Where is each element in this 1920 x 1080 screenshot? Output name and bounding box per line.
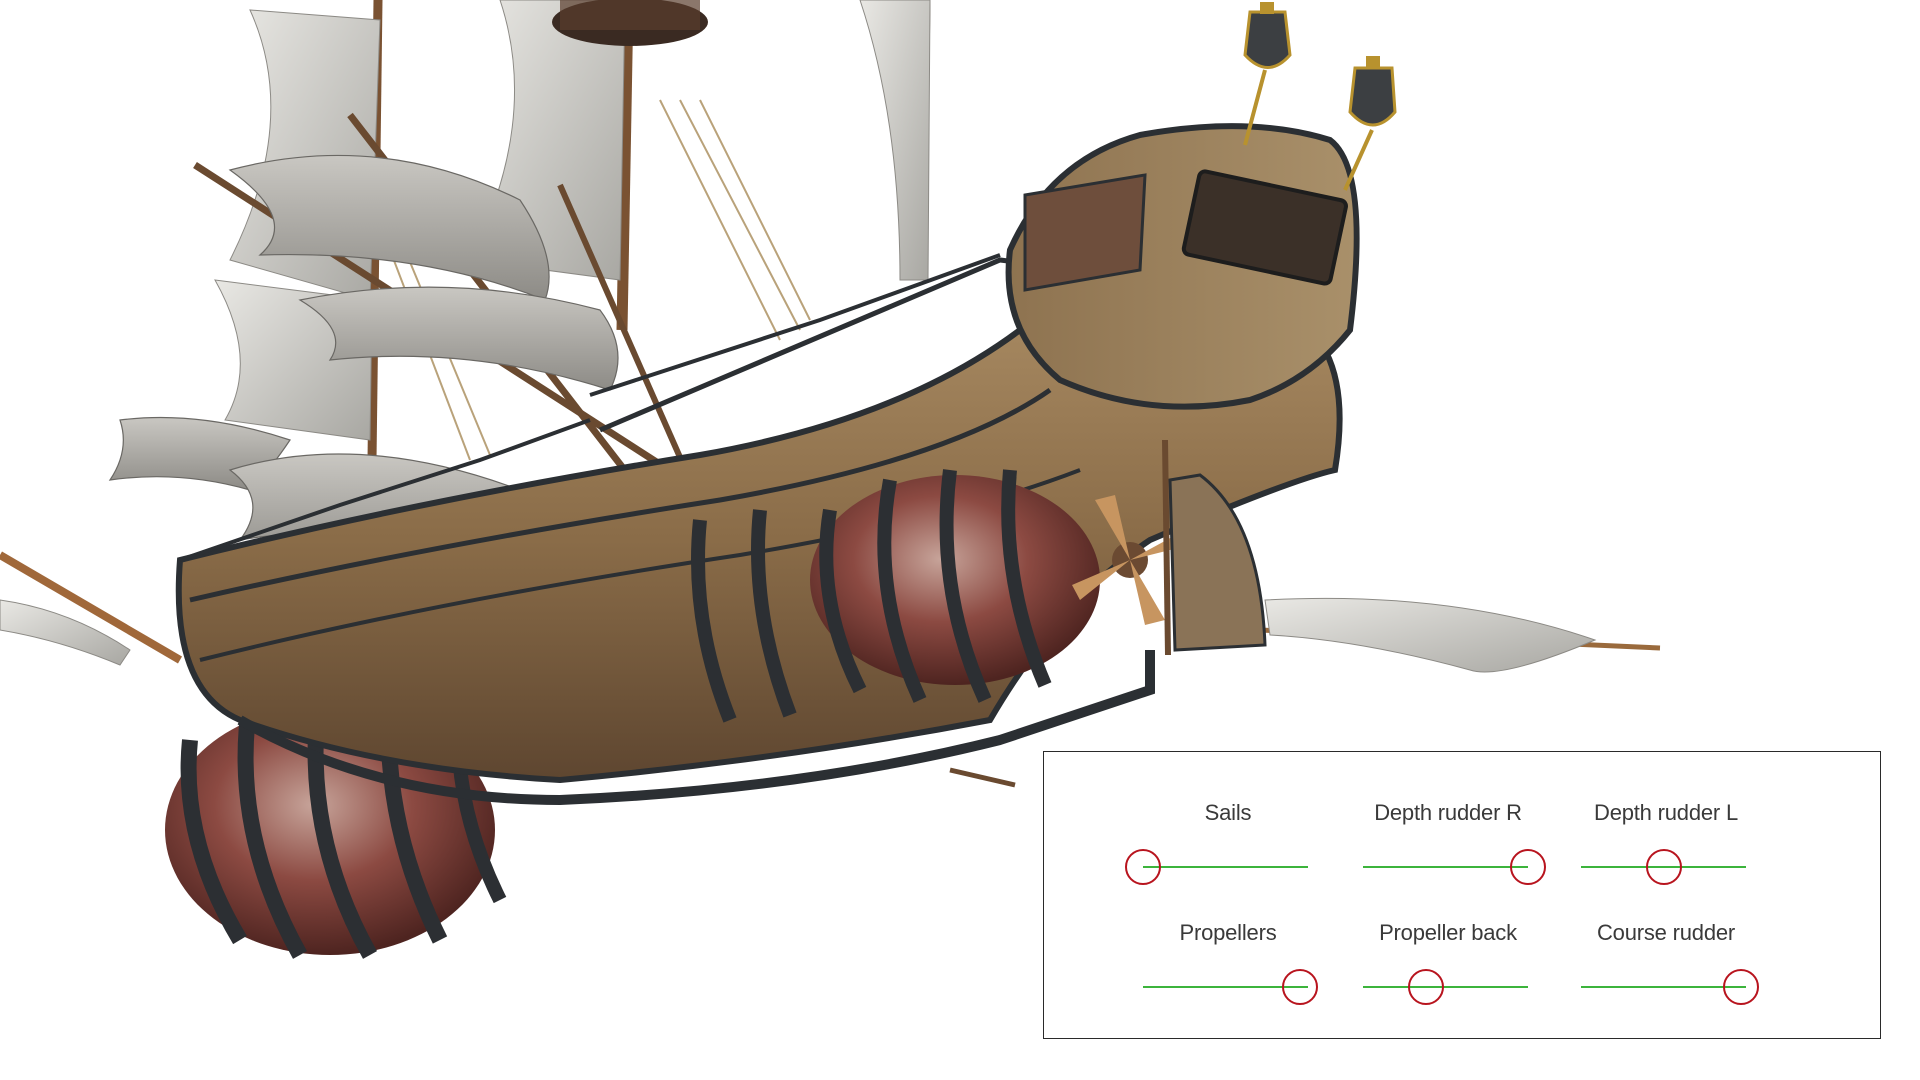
slider-track-sails[interactable] [1143,866,1308,868]
slider-track-propeller-back[interactable] [1363,986,1528,988]
slider-knob-course-rudder[interactable] [1723,969,1760,1005]
slider-propeller-back[interactable]: Propeller back [1348,920,1548,1030]
slider-depth-rudder-l[interactable]: Depth rudder L [1566,800,1766,910]
slider-track-course-rudder[interactable] [1581,986,1746,988]
slider-track-propellers[interactable] [1143,986,1308,988]
slider-track-depth-rudder-r[interactable] [1363,866,1528,868]
slider-label-sails: Sails [1204,800,1252,825]
slider-knob-depth-rudder-r[interactable] [1510,849,1546,885]
slider-depth-rudder-r[interactable]: Depth rudder R [1348,800,1548,910]
slider-label-propellers: Propellers [1179,920,1277,945]
slider-sails[interactable]: Sails [1125,800,1328,910]
slider-propellers[interactable]: Propellers [1128,920,1328,1030]
lanterns [1243,2,1397,191]
slider-label-propeller-back: Propeller back [1379,920,1517,945]
slider-label-depth-rudder-l: Depth rudder L [1594,800,1738,825]
slider-knob-sails[interactable] [1125,849,1161,885]
slider-knob-propeller-back[interactable] [1407,969,1444,1005]
slider-knob-depth-rudder-l[interactable] [1645,849,1682,885]
rudder [1162,439,1267,656]
balloon-rear [691,469,1100,723]
control-panel: Sails Depth rudder R Depth rudder L Propell… [1043,751,1881,1039]
slider-knob-propellers[interactable] [1281,969,1318,1005]
slider-course-rudder[interactable]: Course rudder [1566,920,1766,1030]
slider-label-depth-rudder-r: Depth rudder R [1374,800,1522,825]
slider-label-course-rudder: Course rudder [1596,920,1736,945]
propeller [1072,495,1190,625]
